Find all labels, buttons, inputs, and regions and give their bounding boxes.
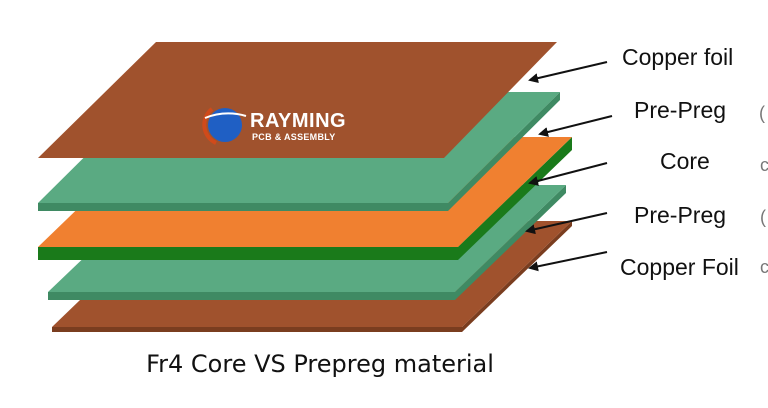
edge-glyph: c bbox=[760, 257, 768, 277]
logo-swoosh-icon bbox=[204, 112, 247, 119]
rayming-logo: RAYMING PCB & ASSEMBLY bbox=[202, 107, 346, 145]
label-prepreg-lower: Pre-Preg bbox=[634, 202, 727, 228]
logo-wordmark: RAYMING bbox=[250, 110, 346, 132]
logo-circle-icon bbox=[208, 108, 242, 142]
layer-copper-foil-top bbox=[38, 42, 557, 158]
logo-arc-icon bbox=[202, 107, 217, 145]
arrow-core bbox=[528, 162, 608, 186]
arrow-copper-foil-bottom bbox=[528, 251, 608, 272]
logo-subtitle: PCB & ASSEMBLY bbox=[252, 132, 336, 142]
arrow-prepreg-upper bbox=[538, 115, 613, 137]
label-core: Core bbox=[660, 148, 710, 174]
arrow-prepreg-lower bbox=[525, 212, 608, 235]
edge-glyph: ( bbox=[760, 207, 766, 227]
core-edge bbox=[38, 137, 572, 260]
label-copper-foil-top: Copper foil bbox=[622, 44, 734, 70]
label-copper-foil-bottom: Copper Foil bbox=[620, 254, 739, 280]
edge-glyph: c bbox=[760, 155, 768, 175]
edge-glyph: ( bbox=[759, 103, 765, 123]
figure-caption: Fr4 Core VS Prepreg material bbox=[146, 350, 494, 378]
arrow-copper-foil-top bbox=[528, 61, 608, 84]
copper-foil-top-face bbox=[38, 42, 557, 158]
label-prepreg-upper: Pre-Preg bbox=[634, 97, 727, 123]
